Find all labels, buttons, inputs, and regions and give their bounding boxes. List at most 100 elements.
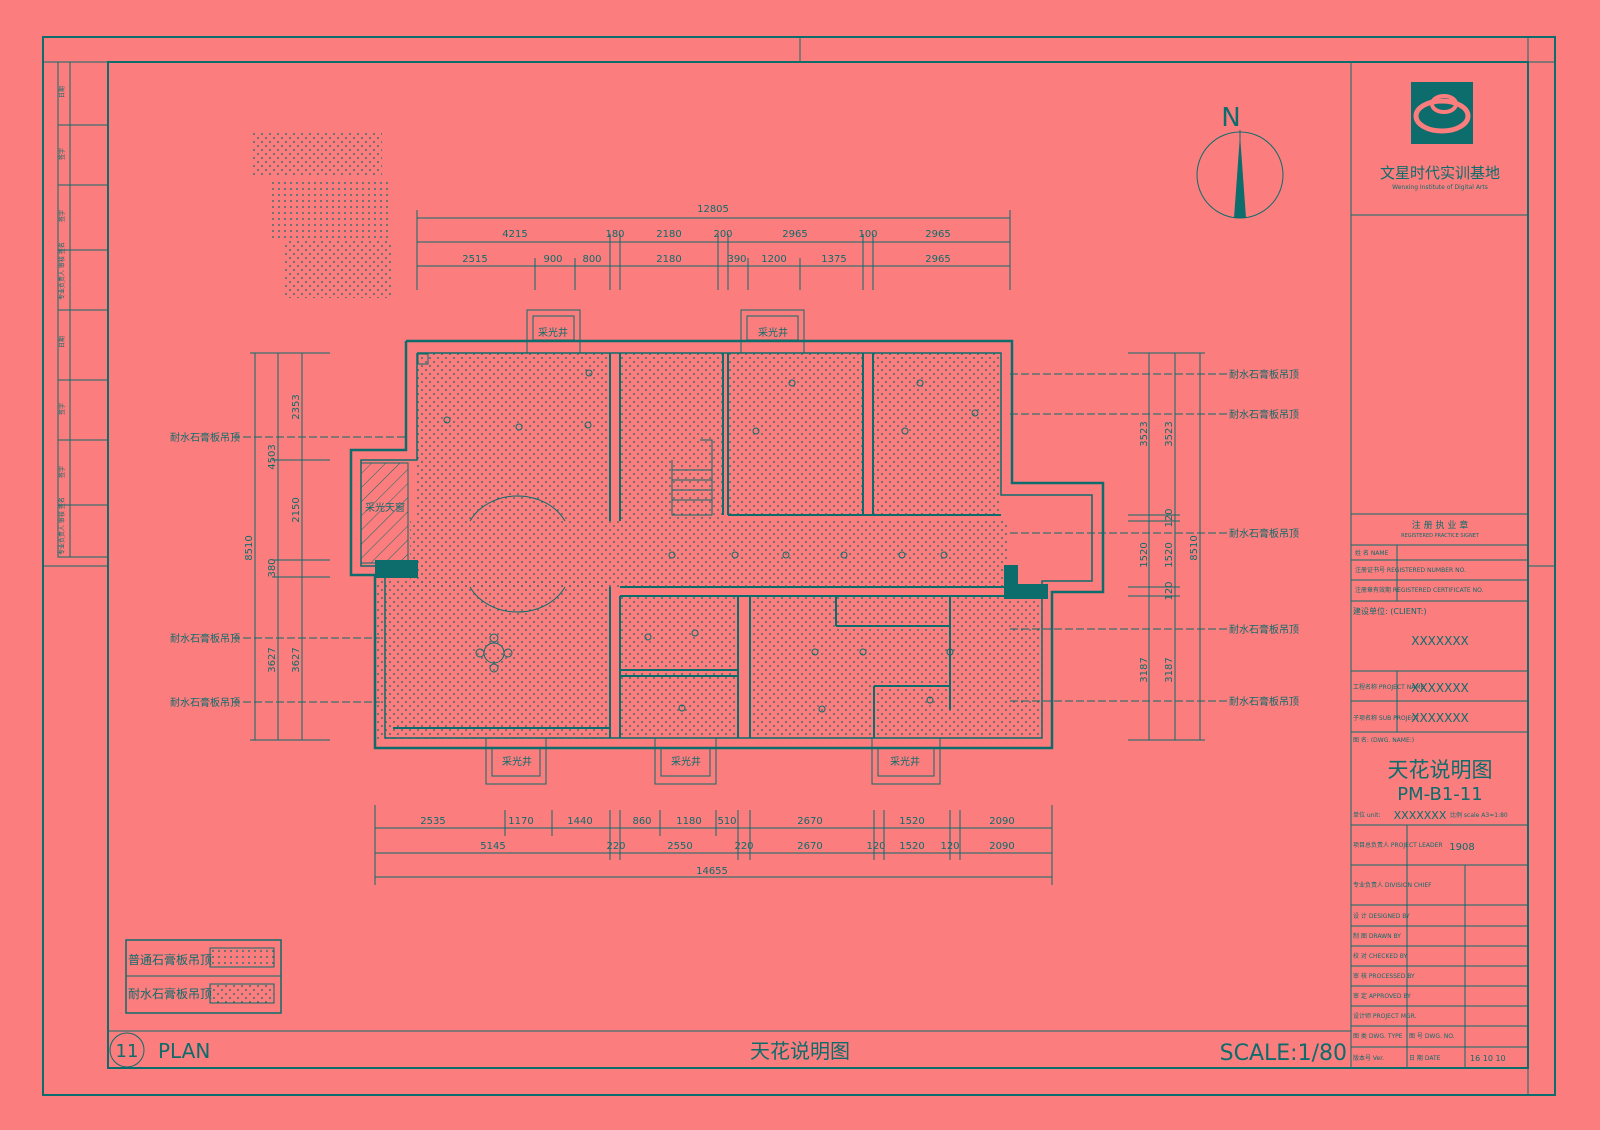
- left-annotations: 耐水石膏板吊顶 耐水石膏板吊顶 耐水石膏板吊顶: [170, 431, 406, 709]
- dim-bottom-8: 1520: [899, 816, 924, 827]
- dim-left-1: 4503: [267, 444, 278, 469]
- dim-top-10: 800: [582, 254, 601, 265]
- dim-right-total: 8510: [1189, 535, 1200, 560]
- sign-row-6: 设计师 PROJECT MGR.: [1353, 1012, 1417, 1020]
- dim-bottom-4: 860: [632, 816, 651, 827]
- legend-label-1: 普通石膏板吊顶: [128, 952, 212, 967]
- dim-left-5: 2150: [291, 497, 302, 522]
- plan-label: PLAN: [158, 1039, 210, 1063]
- project-name-label: 工程名称 PROJECT NAME: [1353, 683, 1425, 691]
- dim-right-5: 120: [1164, 508, 1175, 527]
- skylight-bottom-3: 采光井: [871, 737, 941, 785]
- drawing-code: PM-B1-11: [1397, 784, 1482, 805]
- dim-top-15: 2965: [925, 254, 950, 265]
- dim-left-2: 380: [267, 558, 278, 577]
- dim-top-2: 180: [605, 229, 624, 240]
- dim-bottom-11: 220: [606, 841, 625, 852]
- dim-left-4: 2353: [291, 394, 302, 419]
- sheet-number: 11: [116, 1041, 139, 1062]
- title-block-drawing-title: 天花说明图: [1388, 758, 1493, 782]
- dim-right-4: 3523: [1164, 421, 1175, 446]
- dim-bottom-15: 120: [866, 841, 885, 852]
- reg-row-1: 姓 名 NAME: [1355, 549, 1389, 557]
- top-dimensions: 12805 4215 180 2180 200 2965 100 2965 25…: [416, 204, 1011, 290]
- skylight-label: 采光井: [538, 326, 568, 339]
- dim-bottom-14: 2670: [797, 841, 822, 852]
- dim-top-total: 12805: [697, 204, 729, 215]
- strip-label-1: 日期: [58, 86, 66, 98]
- dim-bottom-total: 14655: [696, 866, 728, 877]
- note-right-3: 耐水石膏板吊顶: [1229, 527, 1299, 540]
- bottom-dimensions: 2535 1170 1440 860 1180 510 2670 1520 20…: [374, 805, 1053, 885]
- dim-bottom-2: 1170: [508, 816, 533, 827]
- scale-line: 比例 scale A3=1:80: [1450, 811, 1508, 819]
- note-left-1: 耐水石膏板吊顶: [170, 431, 240, 444]
- dim-top-13: 1200: [761, 254, 786, 265]
- sub-project-value: XXXXXXX: [1411, 711, 1469, 725]
- dim-right-8: 3187: [1164, 657, 1175, 682]
- client-value: XXXXXXX: [1411, 634, 1469, 648]
- skylight-bottom-1: 采光井: [485, 737, 547, 785]
- project-name-value: XXXXXXX: [1411, 681, 1469, 695]
- sign-row-3: 校 对 CHECKED BY: [1353, 952, 1408, 960]
- dim-top-6: 100: [858, 229, 877, 240]
- dim-left-3: 3627: [267, 647, 278, 672]
- right-annotations: 耐水石膏板吊顶 耐水石膏板吊顶 耐水石膏板吊顶 耐水石膏板吊顶 耐水石膏板吊顶: [1010, 368, 1299, 708]
- strip-label-4: 专业负责人 审核 签名: [58, 242, 66, 300]
- dim-bottom-6: 510: [717, 816, 736, 827]
- dim-right-2: 1520: [1139, 542, 1150, 567]
- strip-label-7: 签字: [58, 466, 66, 478]
- skylight-bottom-2: 采光井: [654, 737, 717, 785]
- project-leader-label: 项目总负责人 PROJECT LEADER: [1353, 841, 1443, 849]
- dim-bottom-1: 2535: [420, 816, 445, 827]
- dim-bottom-10: 5145: [480, 841, 505, 852]
- drawing-name-label: 图 名: (DWG. NAME:): [1353, 736, 1414, 744]
- dim-bottom-17: 120: [940, 841, 959, 852]
- skylight-well-label: 采光天窗: [365, 501, 405, 514]
- dim-right-6: 1520: [1164, 542, 1175, 567]
- dim-left-total: 8510: [244, 535, 255, 560]
- skylight-label: 采光井: [890, 755, 920, 768]
- dim-left-6: 3627: [291, 647, 302, 672]
- dim-bottom-5: 1180: [676, 816, 701, 827]
- dim-top-3: 2180: [656, 229, 681, 240]
- note-right-4: 耐水石膏板吊顶: [1229, 623, 1299, 636]
- strip-label-5: 日期: [58, 336, 66, 348]
- sub-project-label: 子项名称 SUB PROJECT: [1353, 714, 1419, 722]
- division-chief-label: 专业负责人 DIVISION CHIEF: [1353, 881, 1432, 889]
- sign-row-1: 设 计 DESIGNED BY: [1353, 912, 1410, 920]
- strip-label-8: 专业负责人 审核 签名: [58, 497, 66, 555]
- left-dimensions: 8510 4503 380 3627 2353 2150 3627: [244, 352, 330, 741]
- company-name: 文星时代实训基地: [1380, 164, 1500, 182]
- strip-label-2: 签字: [58, 148, 66, 160]
- strip-label-3: 签字: [58, 210, 66, 222]
- sign-row-4: 审 核 PROCESSED BY: [1353, 972, 1415, 980]
- dim-top-7: 2965: [925, 229, 950, 240]
- dim-top-12: 390: [727, 254, 746, 265]
- skylight-label: 采光井: [758, 326, 788, 339]
- dim-top-8: 2515: [462, 254, 487, 265]
- legend-label-2: 耐水石膏板吊顶: [128, 986, 212, 1001]
- reg-row-3: 注册章有效期 REGISTERED CERTIFICATE NO.: [1355, 586, 1484, 594]
- sign-row-2: 制 图 DRAWN BY: [1353, 932, 1401, 940]
- sign-row-5: 审 定 APPROVED BY: [1353, 992, 1411, 1000]
- skylight-top-left: 采光井: [526, 309, 581, 354]
- dim-bottom-13: 220: [734, 841, 753, 852]
- company-logo: [1411, 82, 1473, 144]
- skylight-label: 采光井: [502, 755, 532, 768]
- dim-bottom-12: 2550: [667, 841, 692, 852]
- dim-top-11: 2180: [656, 254, 681, 265]
- dim-bottom-18: 2090: [989, 841, 1014, 852]
- drawing-title-bar: 11 PLAN 天花说明图 SCALE:1/80: [109, 1032, 1347, 1068]
- dim-top-4: 200: [713, 229, 732, 240]
- sheet-border: [42, 36, 1556, 1096]
- unit-value: XXXXXXX: [1394, 809, 1447, 822]
- dim-bottom-7: 2670: [797, 816, 822, 827]
- drawing-scale: SCALE:1/80: [1220, 1041, 1347, 1066]
- floor-plan: 采光井 采光井 采光井 采光井 采光井 采光天窗: [349, 309, 1105, 785]
- company-name-en: Wenxing Institute of Digital Arts: [1392, 184, 1488, 191]
- skylight-label: 采光井: [671, 755, 701, 768]
- dwg-type-label: 图 类 DWG. TYPE: [1353, 1032, 1403, 1040]
- legend: 普通石膏板吊顶 耐水石膏板吊顶: [125, 939, 282, 1014]
